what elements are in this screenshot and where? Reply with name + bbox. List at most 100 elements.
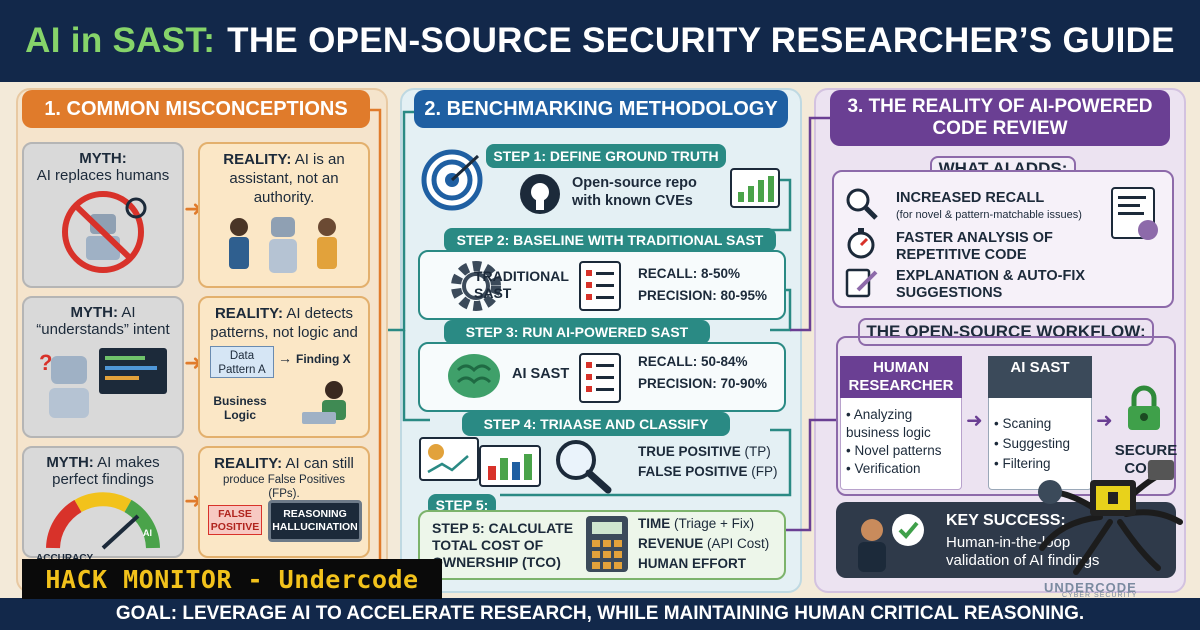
ai-item: • Suggesting bbox=[994, 436, 1071, 451]
myth-card-2: MYTH: AI “understands” intent ? bbox=[22, 296, 184, 438]
code-settings-icon bbox=[1111, 187, 1158, 240]
ai-items: • Scaning • Suggesting • Filtering bbox=[994, 414, 1092, 474]
checklist-icon bbox=[579, 353, 621, 403]
ai-item: • Scaning bbox=[994, 416, 1052, 431]
fp-text: FALSE POSITIVE bbox=[638, 464, 748, 479]
adds-item-recall: INCREASED RECALL (for novel & pattern-ma… bbox=[896, 190, 1116, 224]
data-pattern-box: Data Pattern A bbox=[210, 346, 274, 378]
adds-sub: (for novel & pattern-matchable issues) bbox=[896, 209, 1082, 221]
arrow-right-icon: ➜ bbox=[1096, 410, 1113, 432]
workflow-box bbox=[836, 336, 1176, 496]
myth-text: AI “understands” intent bbox=[36, 304, 170, 338]
reality-text: AI can still bbox=[285, 455, 354, 472]
no-robot-icon bbox=[62, 191, 147, 273]
team-robot-icon bbox=[229, 217, 337, 273]
traditional-sast-label: TRADITIONAL SAST bbox=[474, 268, 569, 301]
connector-col1-side bbox=[370, 108, 382, 560]
reality-label: REALITY: bbox=[214, 455, 283, 472]
page-title: AI in SAST: THE OPEN-SOURCE SECURITY RES… bbox=[0, 0, 1200, 82]
time-sub: (Triage + Fix) bbox=[674, 516, 755, 531]
finding-label: Finding X bbox=[296, 352, 351, 366]
human-title: HUMAN RESEARCHER bbox=[840, 356, 962, 398]
calculator-icon bbox=[586, 516, 628, 572]
connector-step4-step5 bbox=[500, 428, 792, 497]
magnifier-icon bbox=[556, 440, 612, 494]
target-icon bbox=[421, 149, 483, 211]
github-icon bbox=[520, 174, 560, 214]
myth-label: MYTH: bbox=[70, 304, 118, 321]
reality-label: REALITY: bbox=[214, 305, 283, 322]
accuracy-gauge-icon: AI bbox=[46, 492, 160, 550]
tco-time: TIME (Triage + Fix) bbox=[638, 514, 754, 534]
time-text: TIME bbox=[638, 516, 671, 531]
arrow-right-icon: ➜ bbox=[184, 350, 203, 375]
hallucination-monitor: REASONING HALLUCINATION bbox=[268, 500, 362, 542]
chart-window-icon bbox=[730, 168, 780, 208]
ai-item: • Filtering bbox=[994, 456, 1051, 471]
ai-sast-label: AI SAST bbox=[512, 366, 570, 382]
arrow-right-icon: ➜ bbox=[184, 196, 203, 221]
true-positive-label: TRUE POSITIVE (TP) bbox=[638, 442, 771, 462]
title-rest: THE OPEN-SOURCE SECURITY RESEARCHER’S GU… bbox=[227, 21, 1175, 60]
title-ai: AI in SAST: bbox=[25, 21, 216, 60]
reality-text: AI detects patterns, not logic and bbox=[210, 305, 358, 341]
reality-header: 3. THE REALITY OF AI-POWERED CODE REVIEW bbox=[830, 90, 1170, 146]
myth-label: MYTH: bbox=[46, 454, 94, 471]
lock-icon bbox=[1128, 385, 1160, 430]
myth-text: AI makes perfect findings bbox=[52, 454, 160, 488]
edit-note-icon bbox=[845, 268, 878, 298]
person-approval-icon bbox=[858, 514, 924, 572]
adds-title: INCREASED RECALL bbox=[896, 190, 1045, 206]
human-item: • Verification bbox=[846, 461, 921, 476]
benchmarking-header: 2. BENCHMARKING METHODOLOGY bbox=[414, 90, 788, 128]
arrow-right-icon: → bbox=[278, 350, 292, 366]
gear-icon bbox=[451, 261, 501, 311]
business-logic-label: Business Logic bbox=[213, 394, 267, 422]
undercode-octopus-logo bbox=[1038, 460, 1183, 575]
myth-text: AI replaces humans bbox=[36, 167, 170, 184]
step2-label: STEP 2: BASELINE WITH TRADITIONAL SAST bbox=[444, 228, 776, 252]
connector-col1-col2 bbox=[388, 110, 414, 332]
human-items: • Analyzing business logic • Novel patte… bbox=[846, 406, 960, 478]
step2-precision: PRECISION: 80-95% bbox=[638, 288, 768, 303]
tp-abbr: (TP) bbox=[744, 444, 771, 459]
key-success-text: Human-in-the-loop validation of AI findi… bbox=[946, 534, 1100, 569]
goal-banner: GOAL: LEVERAGE AI TO ACCELERATE RESEARCH… bbox=[0, 598, 1200, 630]
brand-sub: CYBER SECURITY bbox=[1062, 592, 1138, 599]
dashboard-icon bbox=[419, 437, 541, 487]
magnifier-icon bbox=[846, 188, 878, 220]
human-item: • Analyzing business logic bbox=[846, 407, 931, 440]
reality-card-1: REALITY: AI is an assistant, not an auth… bbox=[198, 142, 370, 288]
checklist-icon bbox=[579, 261, 621, 311]
myth-card-1: MYTH: AI replaces humans bbox=[22, 142, 184, 288]
human-item: • Novel patterns bbox=[846, 443, 942, 458]
step3-recall: RECALL: 50-84% bbox=[638, 354, 748, 369]
stopwatch-icon bbox=[847, 228, 875, 259]
fp-abbr: (FP) bbox=[751, 464, 778, 479]
adds-item-faster: FASTER ANALYSIS OF REPETITIVE CODE bbox=[896, 230, 1053, 263]
connector-col2-col3 bbox=[790, 116, 830, 332]
tco-effort: HUMAN EFFORT bbox=[638, 556, 746, 571]
reality-label: REALITY: bbox=[223, 151, 292, 168]
revenue-sub: (API Cost) bbox=[707, 536, 770, 551]
step1-text: Open-source repo with known CVEs bbox=[572, 175, 697, 209]
gauge-tag: AI bbox=[143, 528, 152, 538]
step3-precision: PRECISION: 70-90% bbox=[638, 376, 768, 391]
reality-subtext: produce False Positives (FPs). bbox=[222, 474, 346, 500]
step1-label: STEP 1: DEFINE GROUND TRUTH bbox=[486, 144, 726, 168]
tco-revenue: REVENUE (API Cost) bbox=[638, 534, 769, 554]
ai-sast-title: AI SAST bbox=[988, 356, 1092, 398]
tp-text: TRUE POSITIVE bbox=[638, 444, 741, 459]
brain-icon bbox=[448, 354, 500, 398]
false-positive-label: FALSE POSITIVE (FP) bbox=[638, 462, 778, 482]
step5-text: STEP 5: CALCULATE TOTAL COST OF OWNERSHI… bbox=[432, 520, 574, 570]
brand-name: UNDERCODE bbox=[1044, 580, 1137, 595]
myth-card-3: MYTH: AI makes perfect findings AI bbox=[22, 446, 184, 558]
hack-monitor-watermark: HACK MONITOR - Undercode bbox=[22, 559, 442, 599]
adds-item-explain: EXPLANATION & AUTO-FIX SUGGESTIONS bbox=[896, 268, 1086, 301]
arrow-right-icon: ➜ bbox=[966, 410, 983, 432]
key-success-title: KEY SUCCESS: bbox=[946, 512, 1066, 529]
myth-label: MYTH: bbox=[79, 150, 127, 167]
step2-recall: RECALL: 8-50% bbox=[638, 266, 741, 281]
